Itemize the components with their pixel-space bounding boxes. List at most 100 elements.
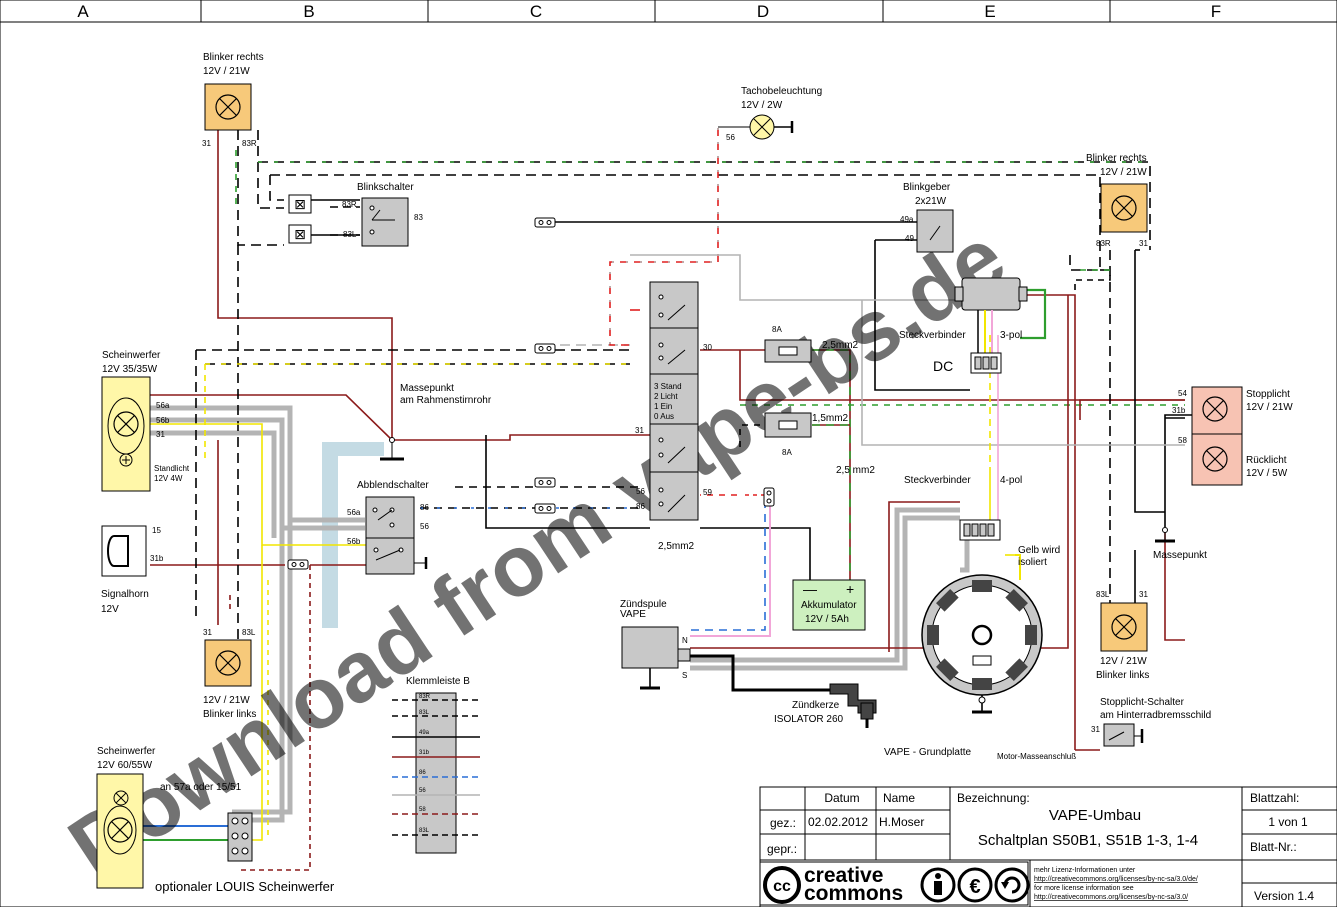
gelb-line2: isoliert xyxy=(1018,557,1047,568)
abblendschalter: Abblendschalter 56a 56b 56 86 xyxy=(347,480,429,575)
massepunkt-rahmen-line1: Massepunkt xyxy=(400,383,454,394)
klemme-label: 86 xyxy=(419,770,426,776)
license-link[interactable]: http://creativecommons.org/licenses/by-n… xyxy=(1034,894,1188,901)
pin-label: 31 xyxy=(635,426,644,435)
pin-label: 86 xyxy=(420,503,429,512)
blinkgeber-rating: 2x21W xyxy=(915,196,947,207)
zuendspule: Zündspule VAPE N S xyxy=(620,599,691,690)
connector-icon: ⊠ xyxy=(294,196,306,212)
noncommercial-icon: € xyxy=(969,876,980,898)
drawing-subtitle: Schaltplan S50B1, S51B 1-3, 1-4 xyxy=(978,832,1198,849)
gez-name: H.Moser xyxy=(879,815,924,829)
pin-label: N xyxy=(682,636,688,645)
klemme-label: 58 xyxy=(419,807,426,813)
pin-label: S xyxy=(682,671,687,680)
cc-wordmark-2: commons xyxy=(804,882,903,905)
pin-label: 31b xyxy=(150,554,164,563)
pin-label: 83 xyxy=(414,213,423,222)
signalhorn: 15 31b Signalhorn 12V xyxy=(101,525,164,615)
klemme-label: 31b xyxy=(419,750,430,756)
wire-size-label: 2,5 mm2 xyxy=(836,465,875,476)
fuse-1: 8A 2,5mm2 xyxy=(764,325,859,363)
massepunkt-rahmen: Massepunkt am Rahmenstirnrohr xyxy=(380,383,492,461)
pin-label: 31 xyxy=(156,430,165,439)
fuse-2-rating: 8A xyxy=(782,448,792,457)
gelb-line1: Gelb wird xyxy=(1018,545,1060,556)
pin-label: 56a xyxy=(347,508,361,517)
steckverbinder-4pol-title: Steckverbinder xyxy=(904,475,971,486)
klemmleiste-b: Klemmleiste B 83R 83L 49a 31b 86 56 58 8… xyxy=(392,676,480,854)
akkumulator: — + Akkumulator 12V / 5Ah xyxy=(792,579,866,631)
pin-label: 31 xyxy=(1091,725,1100,734)
pin-label: 31b xyxy=(1172,406,1186,415)
column-label-b: B xyxy=(303,2,314,21)
steckverbinder-3pol-pol: 3-pol xyxy=(1000,330,1022,341)
klemme-label: 83L xyxy=(419,710,430,716)
drawing-title: VAPE-Umbau xyxy=(1049,807,1141,824)
steckverbinder-4pol-pol: 4-pol xyxy=(1000,475,1022,486)
tachobeleuchtung: Tachobeleuchtung 12V / 2W 56 xyxy=(718,86,822,142)
blinker-links-left-rating: 12V / 21W xyxy=(203,695,250,706)
scheinwerfer2-rating: 12V 60/55W xyxy=(97,760,153,771)
zuendspule-title: Zündspule xyxy=(620,599,667,610)
pin-label: 31 xyxy=(1139,239,1148,248)
cc-wordmark-1: creative xyxy=(804,864,883,887)
blattzahl-label: Blattzahl: xyxy=(1250,791,1299,805)
klemmleiste-rows xyxy=(392,699,480,836)
connector-icon: ⊠ xyxy=(294,226,306,242)
gepr-label: gepr.: xyxy=(767,842,797,856)
version-label: Version 1.4 xyxy=(1254,889,1314,903)
blinker-links-right-rating: 12V / 21W xyxy=(1100,656,1147,667)
blinker-rechts-right: Blinker rechts 12V / 21W 83R 31 xyxy=(1086,153,1148,248)
name-label: Name xyxy=(883,791,915,805)
vape-grundplatte-label: VAPE - Grundplatte xyxy=(884,747,972,758)
abblendschalter-title: Abblendschalter xyxy=(357,480,429,491)
klemme-label: 49a xyxy=(419,730,430,736)
column-label-c: C xyxy=(530,2,542,21)
ruecklicht-title: Rücklicht xyxy=(1246,455,1287,466)
akku-rating: 12V / 5Ah xyxy=(805,614,849,625)
stopplicht-schalter-line1: Stopplicht-Schalter xyxy=(1100,697,1185,708)
switch-state: 0 Aus xyxy=(654,412,674,421)
dc-label: DC xyxy=(933,358,953,374)
title-block xyxy=(759,786,1337,907)
klemme-label: 83L xyxy=(419,828,430,834)
fuse-1-wire: 2,5mm2 xyxy=(822,340,859,351)
switch-state: 1 Ein xyxy=(654,402,672,411)
tacho-title: Tachobeleuchtung xyxy=(741,86,822,97)
pin-label: 83R xyxy=(242,139,257,148)
blinkgeber: Blinkgeber 2x21W 49a 49 xyxy=(900,182,954,253)
stopplicht-rating: 12V / 21W xyxy=(1246,402,1293,413)
fuse-2: 1,5mm2 8A xyxy=(764,412,849,457)
blinker-rechts-right-title: Blinker rechts xyxy=(1086,153,1147,164)
vape-grundplatte: VAPE - Grundplatte Motor-Masseanschluß xyxy=(884,574,1076,761)
pin-label: 58 xyxy=(1178,436,1187,445)
blattnr-label: Blatt-Nr.: xyxy=(1250,840,1297,854)
fuse-2-wire: 1,5mm2 xyxy=(812,413,849,424)
zuendspule-sub: VAPE xyxy=(620,609,646,620)
license-text: mehr Lizenz-Informationen unter http://c… xyxy=(1034,867,1198,901)
pin-label: 30 xyxy=(703,343,712,352)
gez-label: gez.: xyxy=(770,816,796,830)
klemme-label: 83R xyxy=(419,694,431,700)
pin-label: 83L xyxy=(1096,590,1110,599)
column-label-f: F xyxy=(1211,2,1221,21)
akku-plus: + xyxy=(846,581,854,597)
scheinwerfer2-note: an 57a oder 15/51 xyxy=(160,782,242,793)
pin-label: 56a xyxy=(156,401,170,410)
steckverbinder-4pol: Steckverbinder 4-pol Gelb wird isoliert xyxy=(904,475,1060,568)
pin-label: 83L xyxy=(343,230,357,239)
blinker-links-left-title: Blinker links xyxy=(203,709,256,720)
akku-title: Akkumulator xyxy=(801,600,857,611)
license-link[interactable]: http://creativecommons.org/licenses/by-n… xyxy=(1034,876,1198,883)
signalhorn-title: Signalhorn xyxy=(101,589,149,600)
scheinwerfer-title: Scheinwerfer xyxy=(102,350,161,361)
connector-blocks: ⊠ ⊠ xyxy=(288,194,312,244)
steckverbinder-3pol-title: Steckverbinder xyxy=(899,330,966,341)
akku-minus: — xyxy=(803,581,817,597)
tacho-rating: 12V / 2W xyxy=(741,100,783,111)
pin-label: 86 xyxy=(636,502,645,511)
pin-label: 59 xyxy=(703,488,712,497)
stopplicht-schalter-line2: am Hinterradbremsschild xyxy=(1100,710,1211,721)
